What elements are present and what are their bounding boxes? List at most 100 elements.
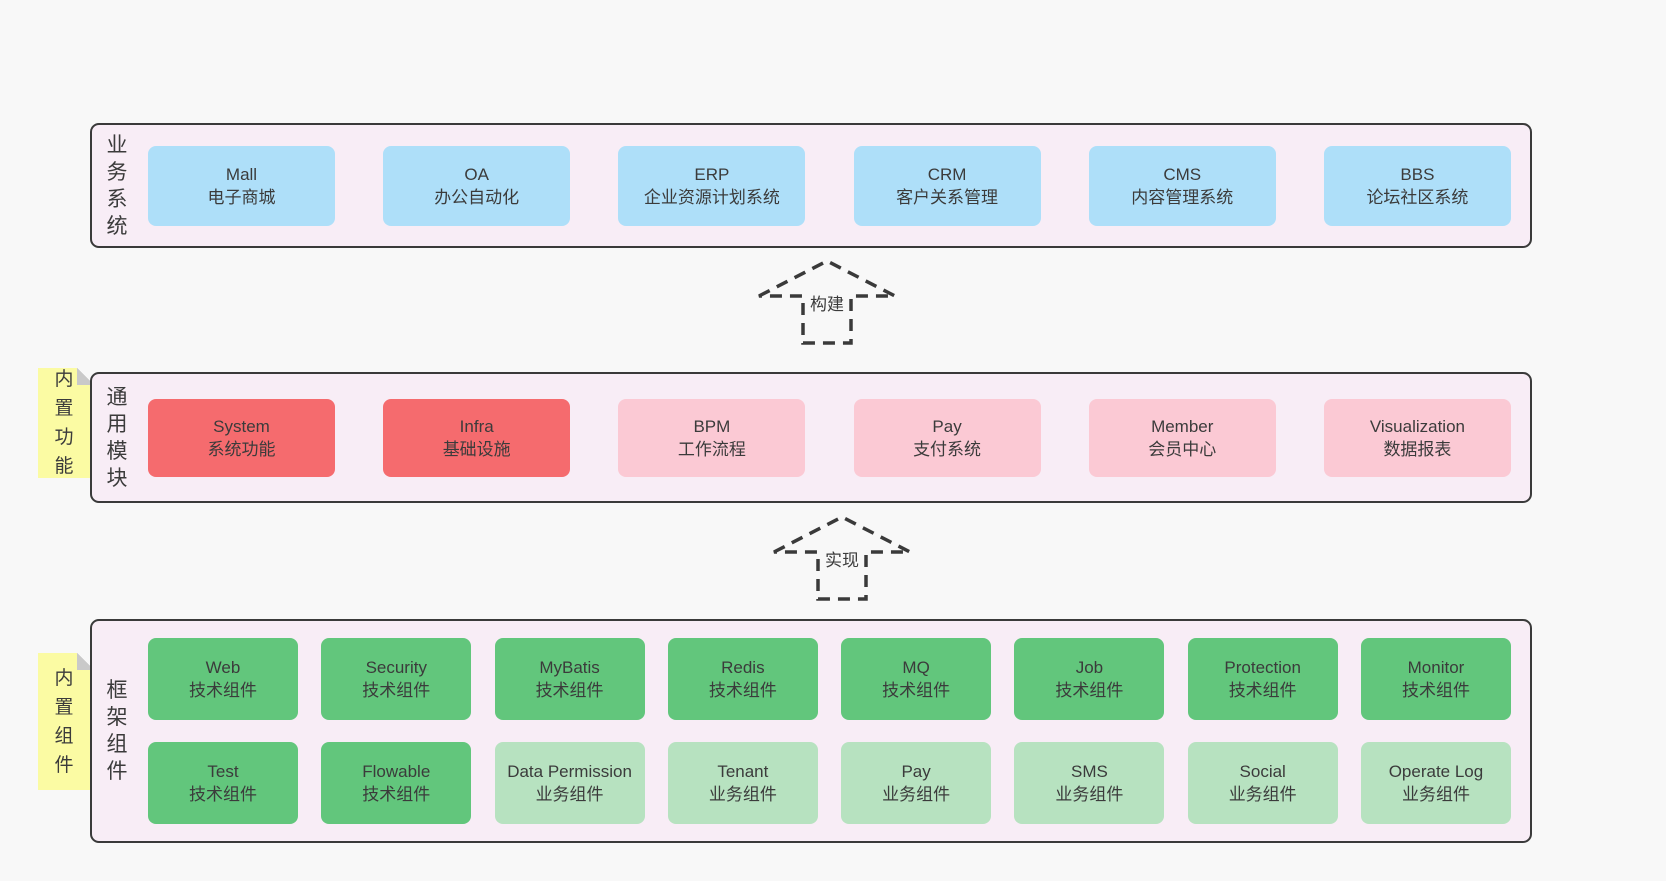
module-description: 论坛社区系统 bbox=[1366, 187, 1469, 207]
module-name: Flowable bbox=[362, 762, 431, 781]
module-name: SMS bbox=[1070, 762, 1108, 781]
module-description: 系统功能 bbox=[207, 439, 276, 459]
module-description: 客户关系管理 bbox=[896, 187, 999, 207]
folded-corner-icon bbox=[77, 653, 94, 670]
module-box-infra: Infra 基础设施 bbox=[383, 398, 571, 477]
module-box-operate-log: Operate Log 业务组件 bbox=[1360, 742, 1511, 824]
module-name: MQ bbox=[902, 658, 930, 677]
module-name: BPM bbox=[693, 416, 731, 436]
arrow-build: 构建 bbox=[757, 258, 897, 346]
module-name: OA bbox=[464, 164, 489, 184]
module-name: Protection bbox=[1224, 658, 1301, 677]
module-name: CRM bbox=[927, 164, 967, 184]
module-box-pay: Pay 业务组件 bbox=[841, 742, 992, 824]
module-description: 技术组件 bbox=[362, 681, 431, 700]
sticky-note-builtin-components: 内置组件 bbox=[38, 653, 94, 790]
module-name: Mall bbox=[225, 164, 258, 184]
module-name: Visualization bbox=[1369, 416, 1465, 436]
module-box-cms: CMS 内容管理系统 bbox=[1088, 145, 1276, 226]
module-box-web: Web 技术组件 bbox=[148, 638, 298, 720]
module-description: 数据报表 bbox=[1383, 439, 1452, 459]
module-box-flowable: Flowable 技术组件 bbox=[321, 742, 472, 824]
module-box-system: System 系统功能 bbox=[148, 398, 335, 477]
module-box-social: Social 业务组件 bbox=[1187, 742, 1338, 824]
module-name: MyBatis bbox=[539, 658, 600, 677]
module-box-security: Security 技术组件 bbox=[321, 638, 472, 720]
module-description: 办公自动化 bbox=[434, 187, 520, 207]
module-box-bbs: BBS 论坛社区系统 bbox=[1323, 145, 1511, 226]
up-arrow-icon bbox=[758, 259, 896, 345]
module-box-mall: Mall 电子商城 bbox=[148, 145, 335, 226]
module-description: 技术组件 bbox=[189, 785, 257, 804]
module-name: Operate Log bbox=[1388, 762, 1484, 781]
module-box-data-permission: Data Permission 业务组件 bbox=[494, 742, 645, 824]
module-description: 电子商城 bbox=[207, 187, 276, 207]
module-name: Security bbox=[365, 658, 427, 677]
module-description: 业务组件 bbox=[1055, 785, 1124, 804]
box-row: Test 技术组件 Flowable 技术组件 Data Permission 业务组件 T… bbox=[148, 742, 1511, 824]
module-box-protection: Protection 技术组件 bbox=[1187, 638, 1338, 720]
module-box-oa: OA 办公自动化 bbox=[383, 145, 571, 226]
module-box-visualization: Visualization 数据报表 bbox=[1323, 398, 1511, 477]
folded-corner-icon bbox=[77, 368, 94, 385]
module-description: 技术组件 bbox=[362, 785, 431, 804]
layer-label: 通用模块 bbox=[106, 385, 128, 490]
module-box-crm: CRM 客户关系管理 bbox=[853, 145, 1041, 226]
module-name: CMS bbox=[1163, 164, 1202, 184]
up-arrow-icon bbox=[773, 515, 911, 601]
module-name: Tenant bbox=[717, 762, 769, 781]
sticky-note-label: 内置组件 bbox=[54, 667, 74, 776]
module-name: Data Permission bbox=[507, 762, 632, 781]
arrow-implement: 实现 bbox=[772, 514, 912, 602]
module-description: 业务组件 bbox=[535, 785, 604, 804]
module-description: 业务组件 bbox=[882, 785, 951, 804]
module-box-mybatis: MyBatis 技术组件 bbox=[494, 638, 645, 720]
module-description: 业务组件 bbox=[1401, 785, 1470, 804]
module-description: 技术组件 bbox=[1228, 681, 1297, 700]
sticky-note-builtin-features: 内置功能 bbox=[38, 368, 94, 478]
layer-label: 业务系统 bbox=[106, 133, 128, 238]
module-description: 技术组件 bbox=[189, 681, 257, 700]
module-description: 技术组件 bbox=[1055, 681, 1124, 700]
module-box-bpm: BPM 工作流程 bbox=[618, 398, 806, 477]
module-name: Infra bbox=[459, 416, 494, 436]
module-box-test: Test 技术组件 bbox=[148, 742, 298, 824]
module-description: 业务组件 bbox=[1228, 785, 1297, 804]
module-description: 基础设施 bbox=[442, 439, 511, 459]
module-name: Social bbox=[1239, 762, 1286, 781]
module-description: 技术组件 bbox=[535, 681, 604, 700]
module-box-sms: SMS 业务组件 bbox=[1014, 742, 1165, 824]
module-box-redis: Redis 技术组件 bbox=[667, 638, 818, 720]
module-name: Pay bbox=[901, 762, 931, 781]
module-box-monitor: Monitor 技术组件 bbox=[1360, 638, 1511, 720]
module-name: Redis bbox=[721, 658, 765, 677]
module-name: Member bbox=[1151, 416, 1214, 436]
sticky-note-label: 内置功能 bbox=[54, 369, 74, 477]
module-description: 技术组件 bbox=[708, 681, 777, 700]
module-description: 内容管理系统 bbox=[1131, 187, 1234, 207]
module-name: BBS bbox=[1400, 164, 1435, 184]
module-name: Web bbox=[205, 658, 241, 677]
module-name: System bbox=[213, 416, 270, 436]
module-description: 企业资源计划系统 bbox=[643, 187, 780, 207]
module-description: 工作流程 bbox=[677, 439, 746, 459]
module-name: Test bbox=[207, 762, 239, 781]
module-description: 技术组件 bbox=[1401, 681, 1470, 700]
module-name: Job bbox=[1075, 658, 1104, 677]
arrow-label: 构建 bbox=[807, 289, 847, 316]
layer-label: 框架组件 bbox=[106, 679, 128, 783]
module-name: Monitor bbox=[1407, 658, 1465, 677]
